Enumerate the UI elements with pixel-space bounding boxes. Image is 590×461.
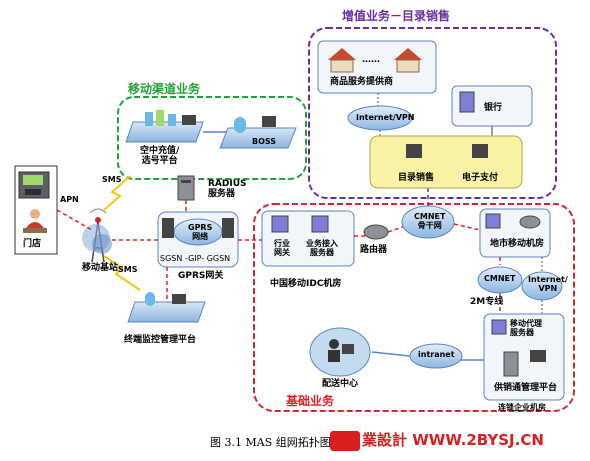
backbone-local-link	[453, 223, 481, 231]
house-icon-right	[394, 48, 422, 73]
agent-server-label: 移动代理 服务器	[510, 319, 542, 337]
supply-platform-server-icon	[503, 350, 546, 377]
air-recharge-label: 空中充值/ 选号平台	[140, 146, 180, 166]
apn-label: APN	[60, 195, 79, 204]
idc-label: 中国移动IDC机房	[270, 279, 342, 289]
cmnet-label: CMNET	[484, 274, 516, 283]
delivery-worker-icon	[328, 339, 354, 362]
gprs-router-icon	[162, 218, 174, 238]
supply-platform-label: 供销通管理平台	[494, 383, 558, 393]
mobile-channel-group-box	[117, 96, 307, 180]
bank-label: 银行	[484, 103, 503, 113]
cmnet-backbone-label: CMNET 骨干网	[414, 212, 446, 230]
local-router-icon	[519, 215, 541, 229]
air-recharge-platform-icon	[125, 110, 204, 143]
industry-gateway-label: 行业 网关	[274, 239, 290, 257]
value-added-group-title: 增值业务－目录销售	[342, 9, 451, 23]
gprs-network-label: GPRS 网络	[188, 223, 213, 241]
line-2m-label: 2M专线	[470, 297, 504, 307]
bank-server-icon	[459, 91, 475, 113]
chain-room-label: 连锁企业机房	[498, 403, 546, 412]
mobile-channel-group-title: 移动渠道业务	[128, 82, 201, 96]
e-payment-label: 电子支付	[462, 173, 499, 183]
base-station-label: 移动基站	[82, 263, 119, 273]
catalog-pc-icon	[406, 144, 422, 158]
store-label: 门店	[23, 239, 42, 249]
pos-terminal-icon	[18, 171, 50, 199]
clerk-icon	[23, 209, 47, 233]
ggsn-icon	[222, 218, 234, 238]
sms-link-bottom	[103, 255, 141, 291]
merchant-dots: ……	[362, 55, 380, 65]
watermark-text: 業設計 WWW.2BYSJ.CN	[362, 431, 544, 449]
terminal-platform-label: 终端监控管理平台	[124, 335, 197, 345]
business-server-label: 业务接入 服务器	[306, 239, 338, 257]
watermark-logo	[330, 431, 360, 451]
boss-platform-icon	[219, 116, 297, 149]
basic-group-title: 基础业务	[286, 394, 335, 408]
internet-vpn-right-label: Internet/ VPN	[528, 275, 568, 293]
base-station-icon	[82, 208, 112, 263]
merchant-label: 商品服务提供商	[330, 77, 394, 87]
router-icon	[363, 224, 389, 240]
local-room-label: 地市移动机房	[490, 239, 545, 249]
apn-link	[56, 209, 93, 231]
intranet-delivery-link	[371, 351, 411, 357]
internet-vpn-top-label: Internet/VPN	[356, 113, 415, 122]
router-label: 路由器	[360, 245, 388, 255]
local-server-icon	[485, 213, 501, 229]
radius-server-icon	[177, 175, 195, 201]
house-icon-left	[328, 48, 356, 73]
basic-group-box	[253, 203, 575, 412]
payment-pc-icon	[472, 144, 488, 158]
terminal-platform-icon	[127, 292, 206, 323]
radius-label: RADIUS 服务器	[208, 179, 247, 199]
agent-server-icon	[491, 319, 507, 335]
catalog-platform-box	[369, 135, 523, 189]
industry-gateway-icon	[271, 215, 289, 233]
value-added-group-box	[308, 27, 557, 199]
intranet-label: intranet	[418, 350, 455, 359]
chain-room-box	[483, 313, 565, 401]
boss-label: BOSS	[252, 137, 277, 146]
sms-link-top	[103, 175, 131, 211]
gprs-path-label: SGSN -GIP- GGSN	[160, 254, 231, 263]
figure-caption: 图 3.1 MAS 组网拓扑图	[210, 436, 331, 449]
delivery-center-label: 配送中心	[322, 379, 359, 389]
business-server-icon	[311, 215, 329, 233]
gprs-gateway-label: GPRS网关	[178, 271, 224, 281]
sms-label-top: SMS	[102, 175, 122, 184]
sms-label-bottom: SMS	[118, 265, 138, 274]
router-backbone-link	[387, 225, 406, 233]
catalog-sales-label: 目录销售	[398, 173, 435, 183]
